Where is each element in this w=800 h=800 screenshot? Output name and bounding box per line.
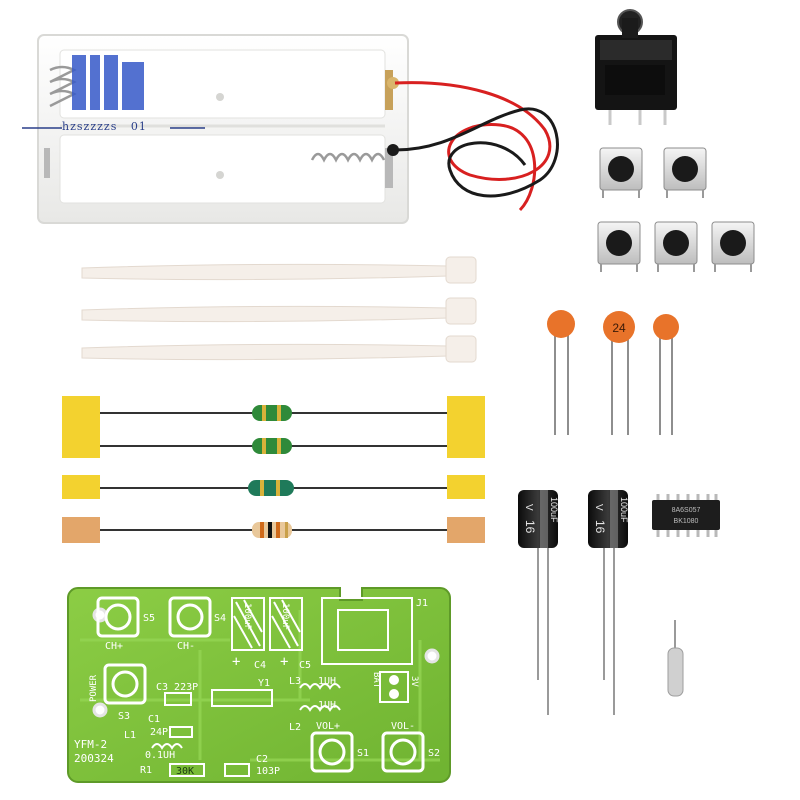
battery-wires (394, 81, 559, 212)
ic-chip: 8A6S057 BK1080 (652, 494, 720, 537)
pcb-label-plus-c4: + (232, 654, 240, 670)
tactile-button-5 (711, 221, 755, 272)
pcb-coil-l3 (299, 683, 341, 690)
inductor-3 (62, 475, 485, 499)
resistor-30k (62, 517, 485, 543)
pcb-footprint-s4 (168, 596, 212, 638)
pcb-label-c1-value: 24P (150, 727, 168, 738)
pcb-label-power: POWER (89, 674, 99, 702)
watermark-text: hzszzzzs 01 (62, 120, 147, 133)
pcb-label-l1: L1 (124, 730, 136, 741)
pcb-label-r1-value: 30K (176, 766, 194, 777)
tactile-buttons (597, 147, 755, 272)
cable-tie-1 (81, 256, 477, 284)
pcb-label-model: YFM-2 (74, 738, 107, 751)
pcb-label-l3: L3 (289, 676, 301, 687)
pcb-label-c1: C1 (148, 714, 160, 725)
electrolytic-capacitors: 100uF 16 V 100uF 16 V (518, 490, 629, 715)
tactile-button-1 (599, 147, 643, 198)
battery-spring-right (310, 152, 386, 163)
pcb-footprint-bat (379, 671, 409, 703)
crystal-oscillator (667, 620, 684, 697)
electrolytic-capacitor-2: 100uF 16 V (588, 490, 629, 715)
pcb-label-s1: S1 (357, 748, 369, 759)
pcb-label-c2-value: 103P (256, 766, 280, 777)
pcb-label-s2: S2 (428, 748, 440, 759)
pcb-footprint-j1 (321, 597, 413, 665)
pcb-label-s4: S4 (214, 613, 226, 624)
pcb-label-vol-plus: VOL+ (316, 721, 340, 732)
pcb-label-vol-minus: VOL- (391, 721, 415, 732)
ceramic-capacitor-2: 24 (603, 311, 635, 435)
pcb-label-l3-value: 1UH (318, 676, 336, 687)
electrolytic-capacitor-1: 100uF 16 V (518, 490, 559, 715)
cap2-unit: V (593, 504, 604, 511)
pcb-label-y1: Y1 (258, 678, 270, 689)
pcb-label-c3: C3 223P (156, 682, 198, 693)
pcb-label-c5-value: 100uF (280, 603, 290, 630)
pcb-label-3v: 3V (409, 676, 419, 687)
pcb-label-r1: R1 (140, 765, 152, 776)
taped-components (62, 396, 485, 543)
pcb-label-l2-value: 1UH (318, 700, 336, 711)
pcb-label-c4-value: 100uF (242, 603, 252, 630)
pcb-label-c2: C2 (256, 754, 268, 765)
cable-tie-3 (81, 335, 477, 363)
pcb-coil-l1 (151, 743, 183, 750)
cap1-capacitance: 100uF (549, 497, 559, 523)
pcb-label-s3: S3 (118, 711, 130, 722)
ic-marking-line2: BK1080 (674, 518, 699, 525)
pcb-board: S5 S4 CH+ CH- POWER S3 C3 223P C4 C5 100… (67, 587, 451, 783)
ic-marking-line1: 8A6S057 (672, 507, 701, 514)
pcb-label-j1: J1 (416, 598, 428, 609)
cable-ties (81, 256, 477, 363)
cap1-unit: V (523, 504, 534, 511)
pcb-footprint-c4 (231, 597, 265, 651)
watermark-logo (22, 55, 205, 129)
pcb-label-l2: L2 (289, 722, 301, 733)
tactile-button-2 (663, 147, 707, 198)
inductor-2 (100, 438, 447, 454)
ceramic-capacitor-3 (653, 314, 679, 435)
pcb-label-ch-minus: CH- (177, 641, 195, 652)
pcb-label-date: 200324 (74, 752, 114, 765)
tactile-button-3 (597, 221, 641, 272)
ceramic-capacitor-label: 24 (612, 321, 626, 335)
cable-tie-2 (81, 297, 477, 325)
pcb-footprint-s1 (310, 731, 354, 773)
pcb-footprint-s3 (103, 663, 147, 705)
pcb-label-bat: BAT (371, 672, 381, 689)
pcb-label-l1-value: 0.1UH (145, 750, 175, 761)
ceramic-capacitor-1 (547, 310, 575, 435)
pcb-label-plus-c5: + (280, 654, 288, 670)
pcb-label-c4: C4 (254, 660, 266, 671)
inductor-1 (62, 396, 485, 458)
cap1-voltage: 16 (523, 520, 537, 534)
pcb-footprint-s5 (96, 596, 140, 638)
cap2-capacitance: 100uF (619, 497, 629, 523)
pcb-label-c5: C5 (299, 660, 311, 671)
pcb-label-s5: S5 (143, 613, 155, 624)
tactile-button-4 (654, 221, 698, 272)
pcb-footprint-c5 (269, 597, 303, 651)
audio-jack (595, 9, 677, 125)
pcb-footprint-s2 (381, 731, 425, 773)
pcb-label-ch-plus: CH+ (105, 641, 123, 652)
ceramic-capacitors: 24 (547, 310, 679, 435)
pcb-footprint-y1 (211, 689, 273, 707)
cap2-voltage: 16 (593, 520, 607, 534)
pcb-coil-l2 (299, 705, 341, 712)
